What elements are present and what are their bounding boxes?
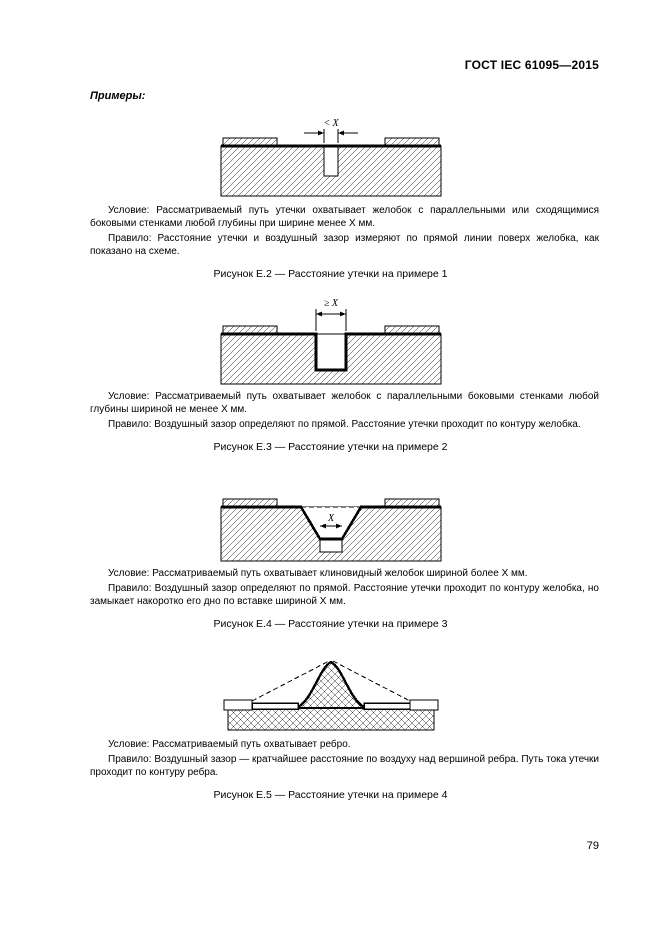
arrowhead: [315, 311, 322, 317]
condition-text: Условие: Рассматриваемый путь утечки охв…: [90, 205, 599, 229]
electrode-left: [222, 137, 277, 147]
page-content: < X Условие: Рассматриваемый путь утечки…: [0, 112, 661, 817]
figure-e4-diagram: X: [0, 469, 661, 563]
electrode-right: [384, 137, 439, 147]
rib-diagram: [222, 660, 439, 731]
electrode-left: [222, 325, 277, 335]
figure-caption: Рисунок Е.4 — Расстояние утечки на приме…: [213, 618, 448, 630]
dimension-label: < X: [323, 118, 339, 129]
rule-text: Правило: Воздушный зазор определяют по п…: [90, 583, 599, 607]
base-slab: [227, 707, 434, 731]
condition-text: Условие: Рассматриваемый путь охватывает…: [108, 568, 528, 579]
examples-heading: Примеры:: [90, 90, 146, 102]
plate-left: [250, 702, 299, 710]
clearance-path: [251, 660, 410, 702]
creepage-path: [220, 332, 441, 372]
groove: [323, 145, 338, 177]
electrode-left: [222, 699, 253, 711]
electrode-right: [408, 699, 439, 711]
narrow-groove-diagram: < X: [220, 118, 441, 197]
page-number: 79: [586, 840, 599, 852]
figure-section-e4: X Условие: Рассматриваемый путь охватыва…: [0, 469, 661, 630]
groove: [315, 333, 346, 371]
figure-caption: Рисунок Е.2 — Расстояние утечки на приме…: [213, 268, 448, 280]
plate-right: [362, 702, 411, 710]
figure-section-e3: ≥ X Условие: Рассматриваемый путь охваты…: [0, 296, 661, 453]
figure-caption: Рисунок Е.5 — Расстояние утечки на приме…: [213, 789, 448, 801]
rule-text: Правило: Воздушный зазор определяют по п…: [108, 419, 581, 430]
figure-caption: Рисунок Е.3 — Расстояние утечки на приме…: [213, 441, 448, 453]
v-groove-diagram: X: [220, 498, 441, 562]
dimension-label: ≥ X: [323, 298, 338, 309]
insert: [319, 538, 342, 553]
rule-text: Правило: Воздушный зазор — кратчайшее ра…: [90, 754, 599, 778]
rule-text: Правило: Расстояние утечки и воздушный з…: [90, 233, 599, 257]
wide-groove-diagram: ≥ X: [220, 298, 441, 385]
creepage-path: [220, 505, 441, 541]
arrowhead: [339, 311, 346, 317]
rib: [294, 660, 367, 710]
arrowhead: [335, 523, 342, 529]
arrowhead: [319, 523, 326, 529]
dimension-label: X: [326, 513, 334, 524]
electrode-left: [222, 498, 277, 508]
figure-e5-diagram: [0, 646, 661, 734]
document-header: ГОСТ IEC 61095—2015: [464, 58, 599, 72]
figure-e3-diagram: ≥ X: [0, 296, 661, 386]
electrode-right: [384, 498, 439, 508]
arrowhead: [317, 130, 324, 136]
condition-text: Условие: Рассматриваемый путь охватывает…: [108, 739, 351, 750]
figure-section-e2: < X Условие: Рассматриваемый путь утечки…: [0, 116, 661, 280]
figure-section-e5: Условие: Рассматриваемый путь охватывает…: [0, 646, 661, 801]
condition-text: Условие: Рассматриваемый путь охватывает…: [90, 391, 599, 415]
electrode-right: [384, 325, 439, 335]
arrowhead: [337, 130, 344, 136]
figure-e2-diagram: < X: [0, 116, 661, 200]
